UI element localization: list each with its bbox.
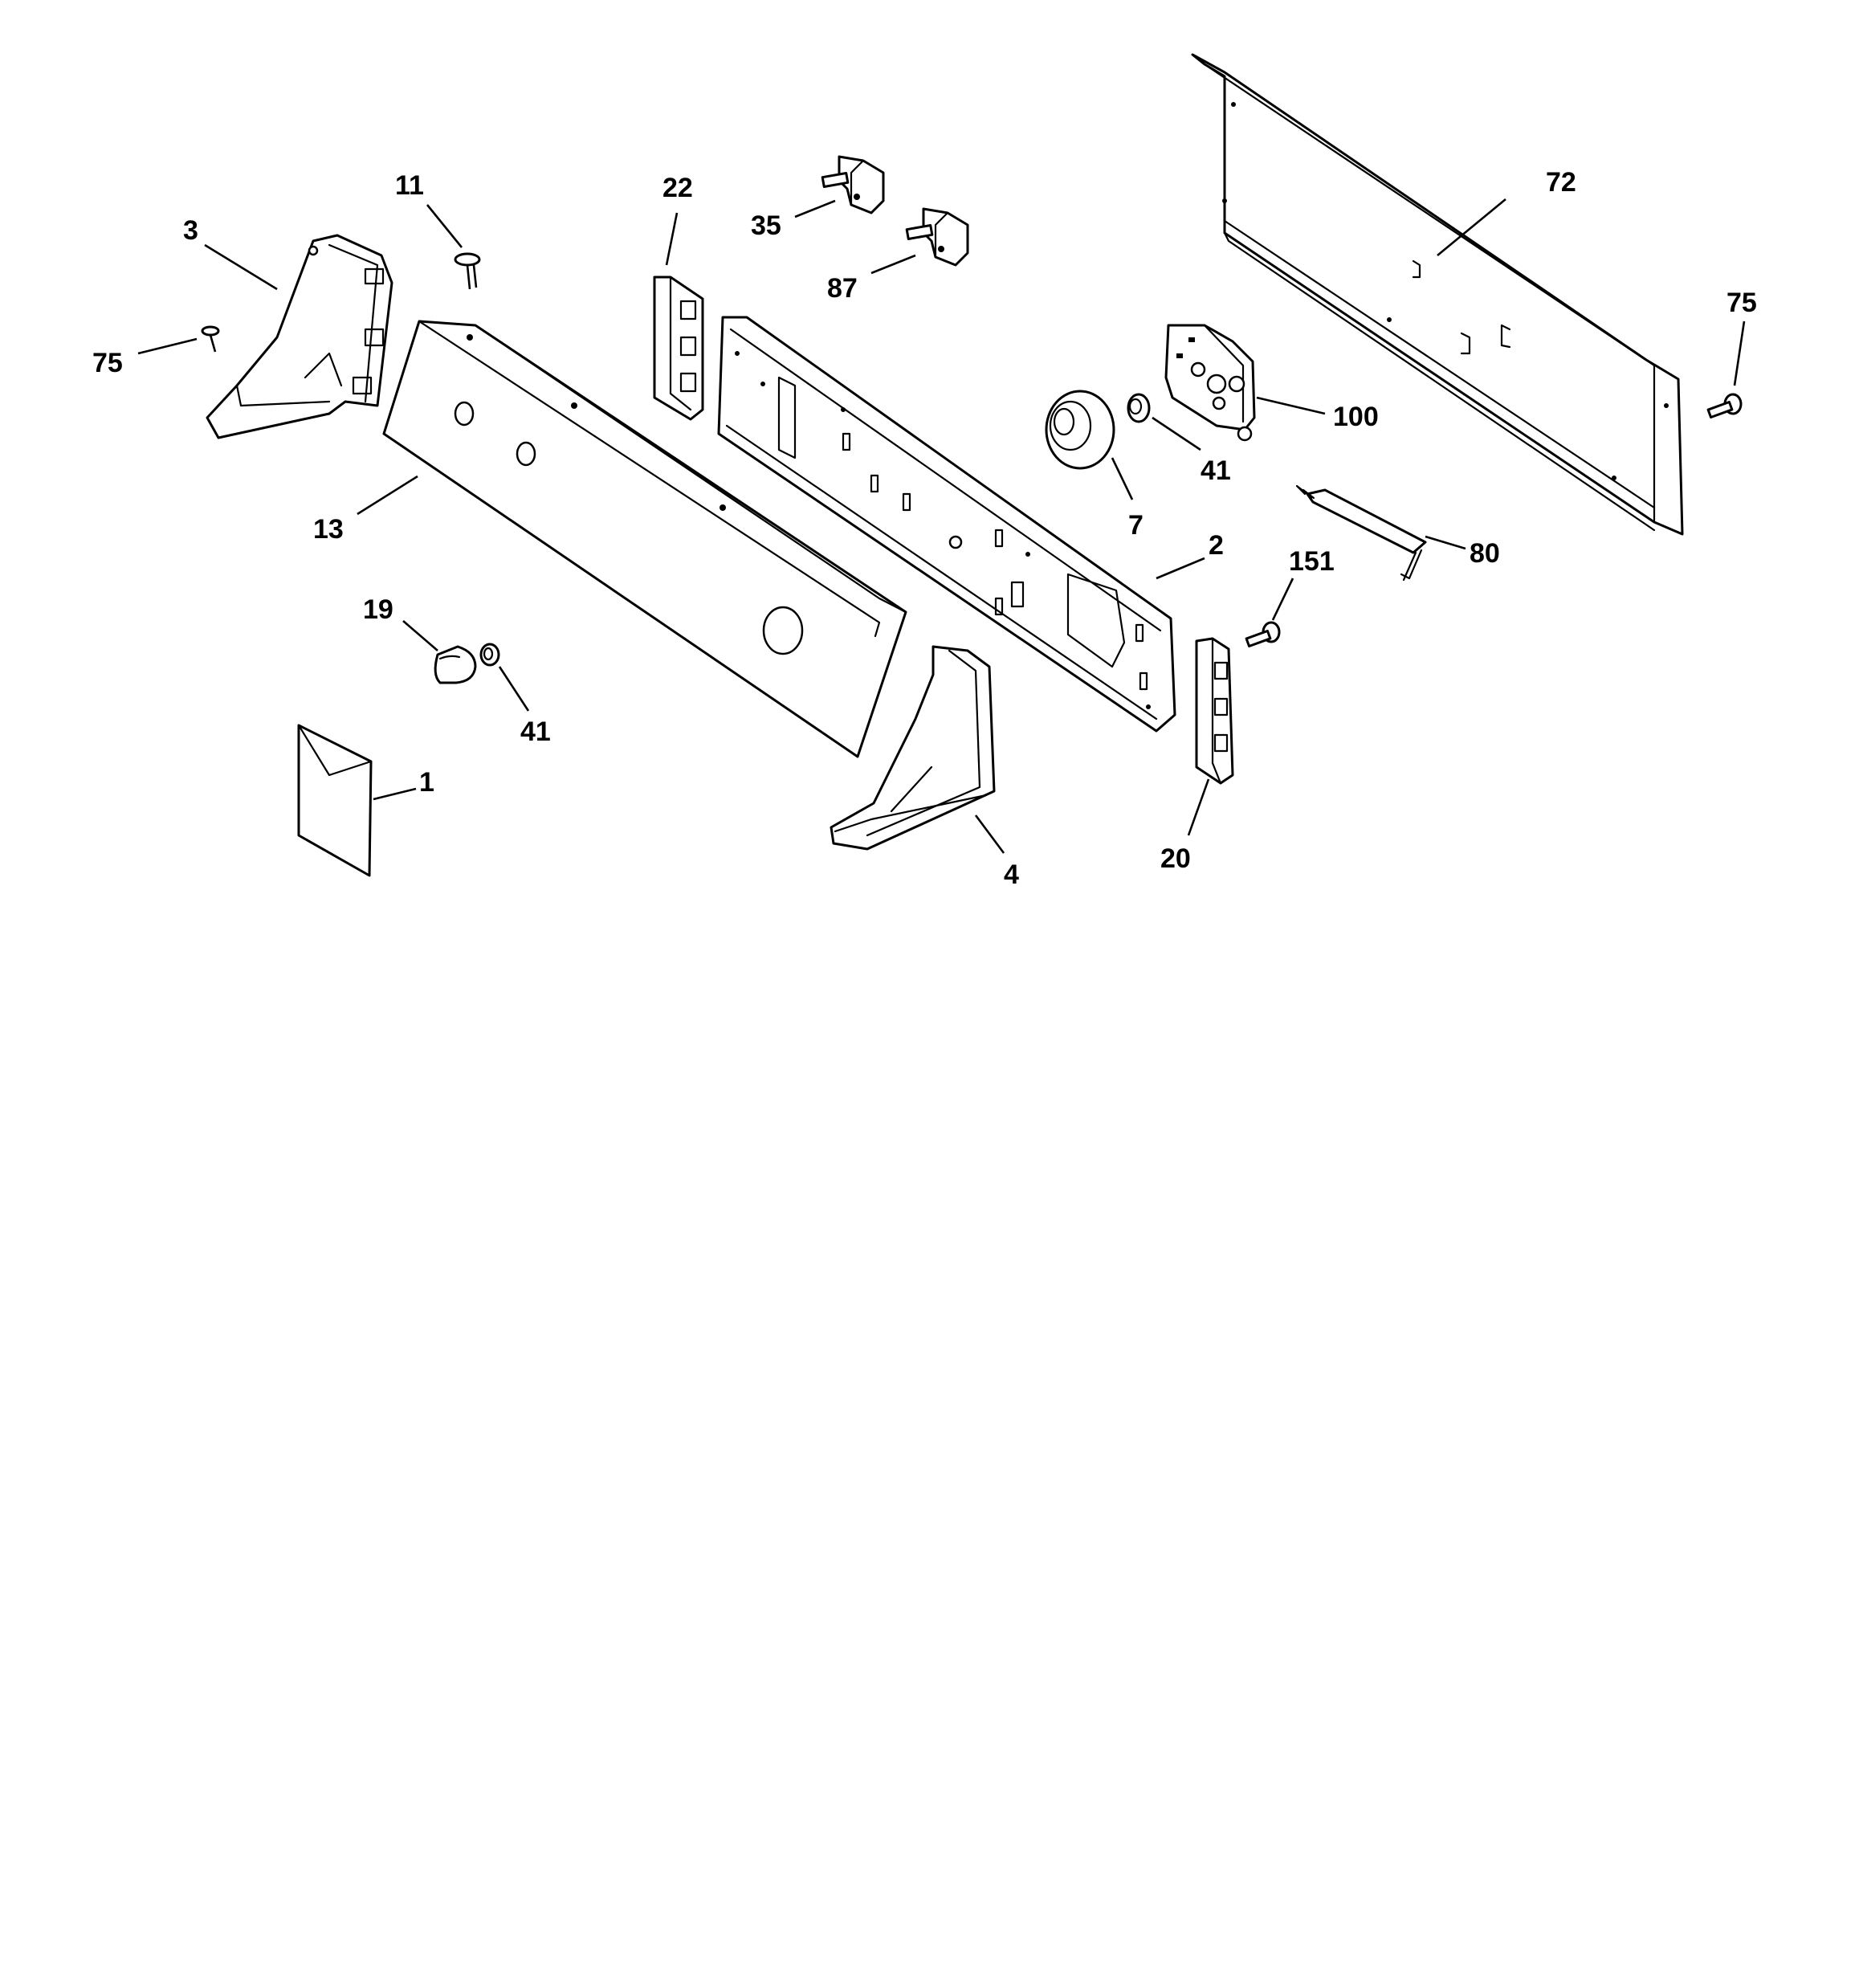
callout-labels: 1 2 3 4 7 11 13 19 20 22 35 41 41 72 75 …: [92, 167, 1757, 890]
leader-3: [204, 243, 278, 291]
leader-11: [426, 204, 463, 248]
leader-87: [870, 254, 916, 275]
part-41-bushing-lower: [479, 643, 500, 667]
callout-75-right: 75: [1726, 288, 1757, 318]
callout-13: 13: [313, 514, 344, 545]
callout-80: 80: [1470, 538, 1500, 569]
leader-75-left: [137, 337, 198, 355]
leader-75-right: [1733, 320, 1746, 386]
part-7-knob: [1045, 390, 1115, 470]
callout-19: 19: [363, 594, 393, 625]
callout-41-lower: 41: [520, 716, 551, 747]
callout-151: 151: [1289, 546, 1335, 577]
callout-87: 87: [827, 273, 858, 304]
leader-100: [1256, 396, 1326, 415]
leader-2: [1156, 557, 1205, 580]
part-35-switch: [821, 155, 885, 214]
leader-7: [1111, 457, 1134, 500]
part-75-screw-right: [1706, 393, 1743, 418]
leader-1: [373, 787, 417, 801]
callout-11: 11: [395, 170, 424, 201]
part-80-wire-harness: [1295, 484, 1427, 582]
leader-41-lower: [498, 666, 530, 712]
part-75-screw-left: [201, 325, 220, 353]
callout-2: 2: [1209, 530, 1224, 561]
part-22-clip: [653, 276, 704, 421]
part-72-rear-panel: [1191, 53, 1684, 536]
leader-22: [665, 212, 679, 266]
callout-4: 4: [1004, 859, 1019, 890]
callout-75-left: 75: [92, 348, 123, 378]
part-151-screw: [1245, 621, 1281, 647]
part-13-control-panel: [382, 320, 907, 758]
part-20-clip: [1195, 637, 1234, 785]
callout-3: 3: [183, 215, 198, 246]
part-11-screw: [454, 252, 481, 290]
part-41-bushing-upper: [1127, 393, 1151, 423]
callout-7: 7: [1128, 510, 1143, 541]
part-100-timer: [1164, 324, 1256, 442]
callout-20: 20: [1160, 843, 1191, 874]
part-2-bracket: [717, 316, 1176, 733]
callout-22: 22: [662, 173, 693, 203]
leader-80: [1425, 535, 1466, 550]
part-3-left-end-cap: [206, 234, 393, 439]
leader-20: [1187, 778, 1210, 836]
callout-100: 100: [1333, 402, 1379, 432]
callout-72: 72: [1546, 167, 1576, 198]
callout-1: 1: [419, 767, 434, 798]
leader-35: [794, 199, 836, 218]
callout-35: 35: [751, 210, 781, 241]
leader-151: [1271, 578, 1294, 621]
leader-19: [402, 620, 438, 651]
part-87-switch: [905, 207, 969, 267]
callout-41-upper: 41: [1201, 455, 1231, 486]
leader-lines: [137, 198, 1746, 854]
part-1-literature: [297, 724, 373, 877]
leader-13: [357, 475, 418, 516]
part-19-knob: [434, 645, 477, 684]
leader-41-upper: [1152, 416, 1201, 451]
part-4-right-end-cap: [830, 645, 996, 851]
leader-4: [974, 814, 1005, 854]
leader-72: [1437, 198, 1506, 257]
